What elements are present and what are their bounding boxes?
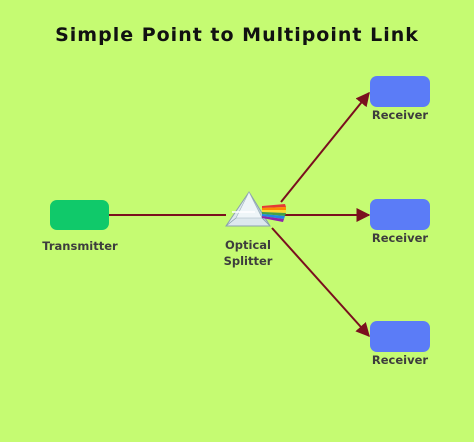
transmitter-label: Transmitter [42, 239, 118, 253]
link-splitter-receiver-1 [280, 91, 370, 203]
receiver-label-1: Receiver [371, 108, 429, 122]
receiver-label-3: Receiver [371, 353, 429, 367]
splitter-label-line2: Splitter [223, 254, 273, 268]
receiver-label-2: Receiver [371, 231, 429, 245]
receiver-box-2 [370, 199, 430, 230]
transmitter-box [50, 200, 109, 230]
receiver-box-3 [370, 321, 430, 352]
diagram-title: Simple Point to Multipoint Link [55, 24, 419, 46]
prism-icon [225, 191, 286, 227]
splitter-label-line1: Optical [225, 238, 271, 252]
link-splitter-receiver-3 [271, 227, 370, 338]
receiver-box-1 [370, 76, 430, 107]
